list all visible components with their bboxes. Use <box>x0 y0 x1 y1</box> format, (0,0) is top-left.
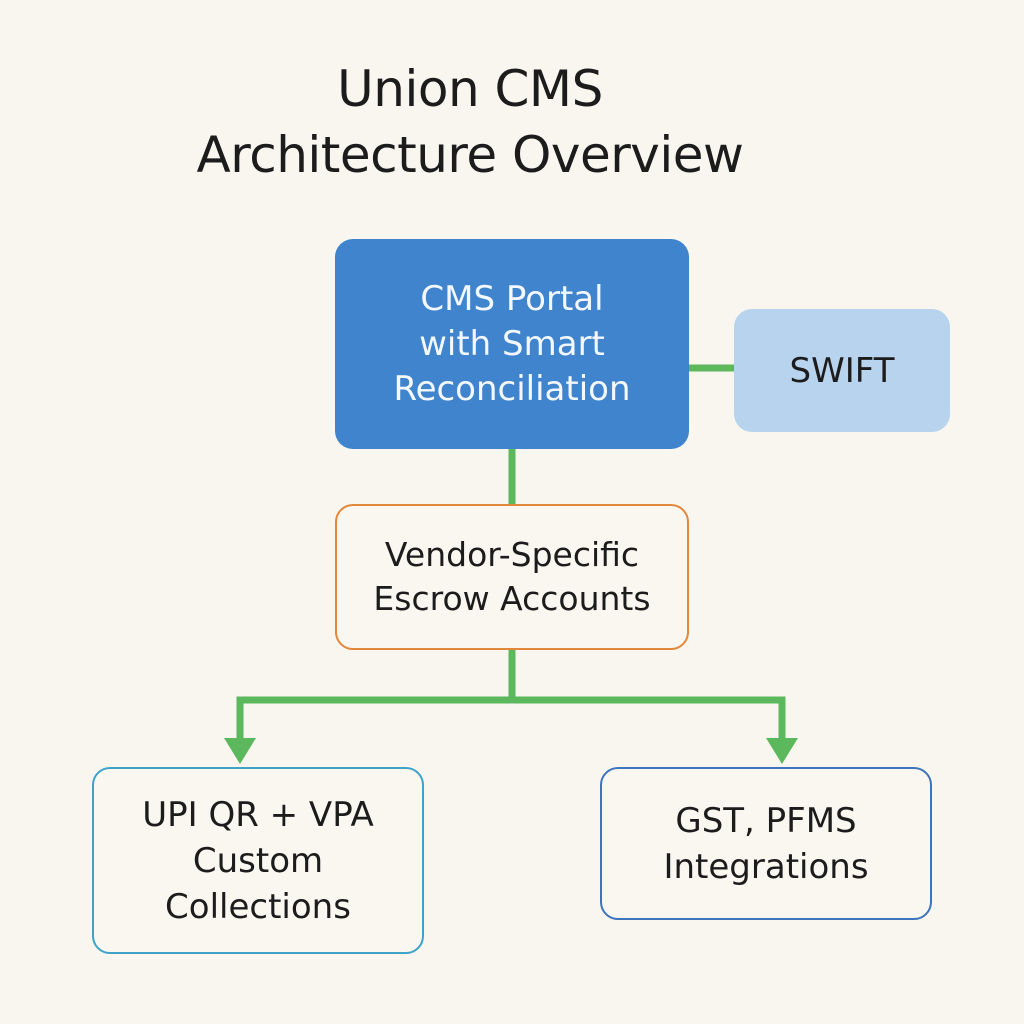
title-line-1: Union CMS <box>337 60 603 118</box>
cms-portal-label: CMS Portal with Smart Reconciliation <box>393 278 631 409</box>
gst-pfms-node: GST, PFMS Integrations <box>600 767 932 920</box>
upi-collections-node: UPI QR + VPA Custom Collections <box>92 767 424 954</box>
diagram-title: Union CMS Architecture Overview <box>0 56 940 188</box>
gst-pfms-label: GST, PFMS Integrations <box>663 800 869 887</box>
escrow-accounts-label: Vendor-Specific Escrow Accounts <box>373 535 651 618</box>
connector-branch-bar <box>236 696 786 740</box>
upi-collections-label: UPI QR + VPA Custom Collections <box>142 794 374 927</box>
swift-label: SWIFT <box>789 350 895 391</box>
escrow-accounts-node: Vendor-Specific Escrow Accounts <box>335 504 689 650</box>
arrowhead-to-upi <box>224 738 256 764</box>
swift-node: SWIFT <box>734 309 950 432</box>
arrowhead-to-gst <box>766 738 798 764</box>
title-line-2: Architecture Overview <box>196 126 744 184</box>
cms-portal-node: CMS Portal with Smart Reconciliation <box>335 239 689 449</box>
